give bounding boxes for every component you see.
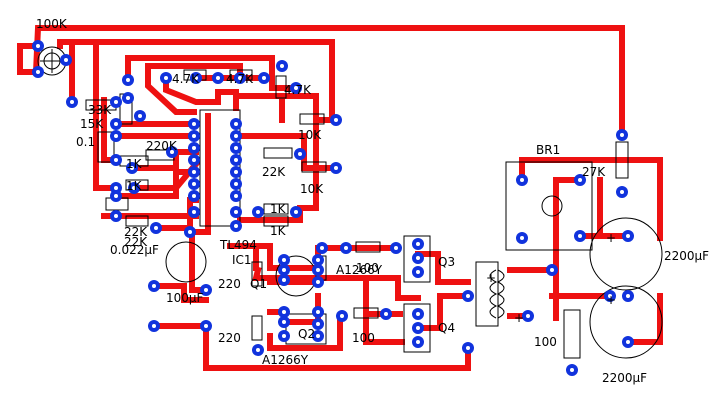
label-15k: 15K — [80, 117, 104, 131]
label-33k: 33K — [88, 103, 112, 117]
label-22k-a: 22K — [262, 165, 286, 179]
label-0-022uf: 0.022μF — [110, 243, 159, 257]
label-a1266y-a: A1266Y — [336, 263, 383, 277]
trace-top-inner-1 — [125, 55, 299, 91]
label-10k-a: 10K — [298, 128, 322, 142]
label-cap-plus-a: + — [606, 231, 616, 245]
label-0-1: 0.1 — [76, 135, 95, 149]
label-1k-b: 1K — [126, 179, 143, 193]
q1-outline — [275, 255, 317, 297]
label-2200uf-b: 2200μF — [602, 371, 647, 385]
label-transformer-plus-b: + — [514, 311, 524, 325]
cap-2200-b-outline — [589, 285, 663, 359]
q3-outline — [403, 235, 431, 283]
trace-q4-to-transformer — [415, 293, 471, 331]
label-q1: Q1 — [250, 277, 267, 291]
label-q4: Q4 — [438, 321, 455, 335]
trace-br1-top — [519, 157, 663, 241]
label-100-b: 100 — [352, 331, 375, 345]
label-4k7-c: 4.7K — [284, 83, 312, 97]
label-q2: Q2 — [298, 327, 315, 341]
trace-right-mid — [237, 133, 339, 171]
br1-outline — [505, 161, 593, 251]
label-transformer-plus-a: + — [486, 271, 496, 285]
label-27k: 27K — [582, 165, 606, 179]
label-100uf: 100μF — [166, 291, 204, 305]
label-22k-c: 22K — [124, 235, 148, 249]
label-100-c: 100 — [534, 335, 557, 349]
label-1k-d: 1K — [270, 224, 287, 238]
label-1k-a: 1K — [126, 157, 143, 171]
label-10k-b: 10K — [300, 182, 324, 196]
label-br1: BR1 — [536, 143, 560, 157]
label-220-a: 220 — [218, 277, 241, 291]
trace-right-down — [297, 117, 319, 211]
label-100-a: 100 — [356, 261, 379, 275]
trace-mid-vertical — [363, 275, 405, 345]
label-2200uf-a: 2200μF — [664, 249, 709, 263]
trace-q3-rail — [252, 266, 421, 301]
label-ic1: IC1 — [232, 253, 252, 267]
trace-ic-to-driver — [189, 229, 209, 293]
label-220-b: 220 — [218, 331, 241, 345]
label-4k7-b: 4.7K — [226, 72, 254, 86]
label-1k-c: 1K — [270, 202, 287, 216]
label-22k-b: 22K — [124, 225, 148, 239]
trace-right-upper — [233, 93, 339, 123]
trace-ic-left-3 — [129, 149, 199, 171]
trace-q3-to-transformer — [415, 251, 471, 285]
label-cap-plus-b: + — [606, 293, 616, 307]
label-a1266y-b: A1266Y — [262, 353, 309, 367]
trace-cap-bottom — [625, 293, 663, 345]
trace-100uf-line — [151, 283, 209, 303]
label-220k: 220K — [146, 139, 178, 153]
pad-drills — [36, 44, 630, 372]
trace-left-rail — [93, 39, 119, 191]
component-labels: 100K 4.7K 4.7K 4.7K 33K 15K 0.1 220K 10K… — [36, 17, 709, 385]
q4-outline — [403, 303, 431, 353]
label-4k7-a: 4.7K — [172, 72, 200, 86]
trace-100b — [267, 313, 343, 351]
cap-2200-a-outline — [589, 217, 663, 291]
trace-top-inner-3 — [145, 63, 197, 115]
label-100k: 100K — [36, 17, 68, 31]
trace-ic-top — [215, 89, 239, 111]
label-tl494: TL494 — [219, 238, 257, 252]
trace-bottom-bus — [203, 323, 471, 371]
cap-100uf-outline — [165, 241, 207, 283]
label-q3: Q3 — [438, 255, 455, 269]
trace-top-bus — [57, 39, 335, 123]
